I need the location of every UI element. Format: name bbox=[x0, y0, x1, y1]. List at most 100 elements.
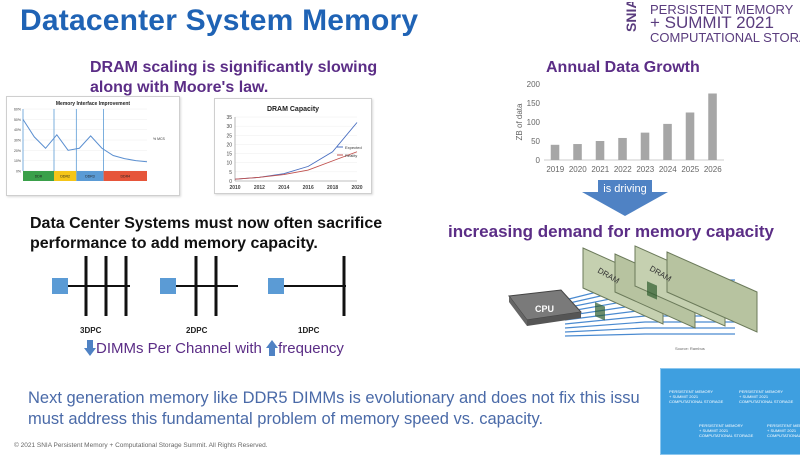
down-arrow-icon bbox=[582, 180, 668, 216]
arrow-text: is driving bbox=[603, 183, 647, 195]
diagram-source: Source: Rambus bbox=[675, 346, 705, 351]
dpc-label-2: 2DPC bbox=[186, 326, 208, 335]
mi-legend-label: % MCS bbox=[153, 137, 166, 141]
dc-xtick-label: 2020 bbox=[351, 185, 362, 191]
logo-line-1: PERSISTENT MEMORY bbox=[650, 2, 794, 17]
dram-modules bbox=[582, 245, 758, 333]
bottom-text: Next generation memory like DDR5 DIMMs i… bbox=[28, 388, 648, 430]
ag-bar bbox=[663, 123, 672, 160]
dpc-group-3 bbox=[52, 256, 130, 316]
mi-band bbox=[76, 171, 104, 181]
ag-ylabel: ZB of data bbox=[515, 103, 524, 140]
dc-xtick-label: 2010 bbox=[229, 185, 240, 191]
ag-ytick-label: 150 bbox=[527, 99, 541, 108]
ag-xtick-label: 2021 bbox=[591, 165, 609, 174]
thumb-logo-4: PERSISTENT MEMORY+ SUMMIT 2021COMPUTATIO… bbox=[767, 423, 800, 438]
down-arrow-small-icon bbox=[84, 340, 96, 356]
ag-bar bbox=[640, 132, 650, 160]
ag-bar bbox=[573, 144, 582, 160]
dpc-diagram bbox=[48, 256, 368, 332]
ag-bar bbox=[685, 112, 695, 160]
dc-series-line bbox=[234, 151, 358, 180]
dc-ytick-label: 30 bbox=[226, 124, 232, 130]
mi-band bbox=[103, 171, 147, 181]
driving-arrow: is driving bbox=[582, 180, 668, 216]
dc-xtick-label: 2014 bbox=[278, 185, 289, 191]
annual-growth-title: Annual Data Growth bbox=[546, 59, 700, 76]
ag-bar bbox=[618, 137, 627, 160]
dimms-caption: DIMMs Per Channel with frequency bbox=[84, 340, 344, 357]
ag-bar bbox=[708, 93, 717, 160]
ag-xtick-label: 2026 bbox=[704, 165, 722, 174]
dpc-label-1: 1DPC bbox=[298, 326, 320, 335]
ag-ytick-label: 200 bbox=[527, 80, 541, 89]
increasing-demand-text: increasing demand for memory capacity bbox=[448, 222, 774, 241]
ag-xtick-label: 2024 bbox=[659, 165, 677, 174]
memory-interface-svg: Memory Interface Improvement 0% 10% 20% 30%… bbox=[14, 101, 166, 181]
logo-line-3: COMPUTATIONAL STORAGE bbox=[650, 30, 800, 45]
dc-xtick-label: 2016 bbox=[303, 185, 314, 191]
ag-ytick-label: 0 bbox=[536, 156, 541, 165]
dc-ytick-label: 35 bbox=[226, 115, 232, 121]
dc-ytick-label: 15 bbox=[226, 152, 232, 158]
footer-copyright: © 2021 SNIA Persistent Memory + Computat… bbox=[14, 442, 268, 449]
dc-legend-label: Expected bbox=[345, 145, 362, 150]
dpc-group-2 bbox=[160, 256, 238, 316]
dimms-caption-part2: frequency bbox=[278, 340, 344, 357]
snia-logo-icon: SNIA bbox=[623, 2, 639, 32]
mi-ytick-label: 40% bbox=[14, 128, 21, 132]
mi-band-label: DDR4 bbox=[121, 175, 131, 179]
snia-logo-text: SNIA bbox=[623, 2, 639, 32]
dpc-label-3: 3DPC bbox=[80, 326, 102, 335]
up-arrow-small-icon bbox=[266, 340, 279, 356]
dc-legend-label: Reality bbox=[345, 153, 357, 158]
dc-chart-title: DRAM Capacity bbox=[267, 106, 319, 113]
cpu-dram-diagram: DRAM DRAM CPU Source: Rambus bbox=[505, 240, 795, 355]
dpc-group-1 bbox=[268, 256, 346, 316]
dram-scaling-text: DRAM scaling is significantly slowing al… bbox=[90, 59, 378, 96]
ag-xtick-label: 2020 bbox=[569, 165, 587, 174]
cpu-chip bbox=[508, 289, 583, 326]
mi-ytick-label: 10% bbox=[14, 159, 21, 163]
mi-band-label: DDR3 bbox=[85, 175, 95, 179]
dpc-diagram-svg bbox=[52, 256, 346, 316]
ag-bar bbox=[595, 141, 605, 160]
memory-interface-chart: Memory Interface Improvement 0% 10% 20% 30%… bbox=[6, 96, 180, 196]
ag-bar bbox=[550, 144, 560, 160]
dimms-caption-part1: DIMMs Per Channel with bbox=[96, 340, 267, 357]
bottom-text-line2: must address this fundamental problem of… bbox=[28, 410, 544, 428]
ag-ytick-label: 50 bbox=[531, 137, 540, 146]
dc-series-line bbox=[234, 122, 358, 180]
mi-band bbox=[54, 171, 77, 181]
mi-chart-title: Memory Interface Improvement bbox=[56, 101, 131, 107]
dc-ytick-label: 25 bbox=[226, 133, 232, 139]
dc-ytick-label: 20 bbox=[226, 142, 232, 148]
mi-band-label: DDR2 bbox=[60, 175, 70, 179]
mi-ytick-label: 0% bbox=[16, 170, 21, 174]
slide-title: Datacenter System Memory bbox=[20, 4, 419, 37]
cpu-label: CPU bbox=[535, 304, 554, 314]
mi-band bbox=[23, 171, 54, 181]
dc-xtick-label: 2012 bbox=[254, 185, 265, 191]
dc-systems-text: Data Center Systems must now often sacri… bbox=[30, 215, 383, 252]
mi-ytick-label: 50% bbox=[14, 118, 21, 122]
dc-ytick-label: 10 bbox=[226, 161, 232, 167]
mi-ytick-label: 30% bbox=[14, 139, 21, 143]
mi-ytick-label: 60% bbox=[14, 108, 21, 112]
mi-series-line bbox=[22, 119, 148, 163]
logo-line-2: + SUMMIT 2021 bbox=[650, 13, 774, 32]
ag-xtick-label: 2022 bbox=[614, 165, 632, 174]
mi-ytick-label: 20% bbox=[14, 149, 21, 153]
cpu-dram-svg: DRAM DRAM CPU Source: Rambus bbox=[508, 245, 758, 351]
mi-band-label: DDR bbox=[35, 175, 43, 179]
summit-logo: SNIA PERSISTENT MEMORY + SUMMIT 2021 COM… bbox=[608, 2, 800, 46]
dc-xtick-label: 2018 bbox=[327, 185, 338, 191]
